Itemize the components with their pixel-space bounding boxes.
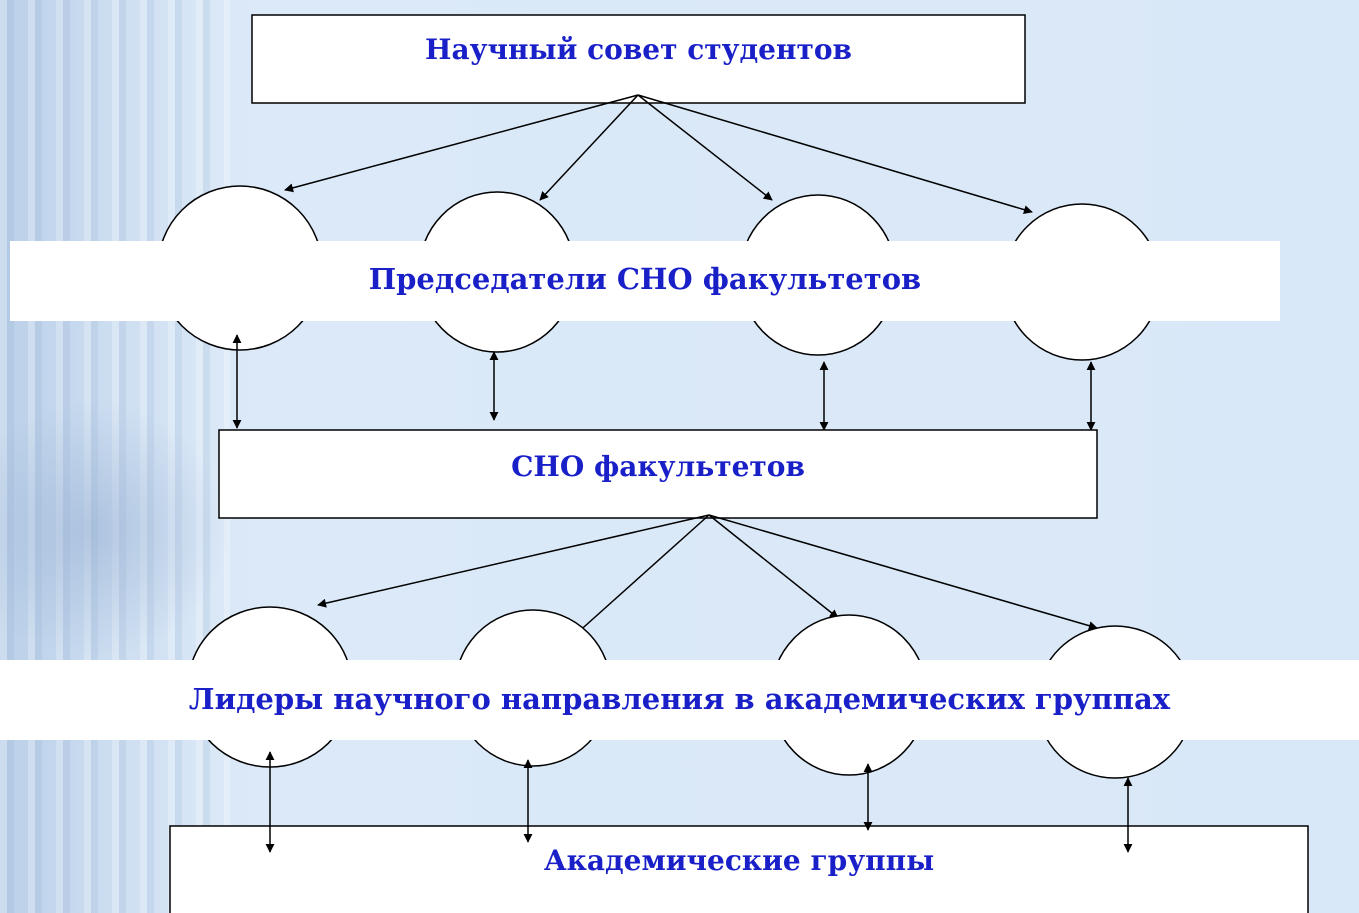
chairs-faculty-arrows	[232, 334, 1096, 431]
faculty-box-label: СНО факультетов	[511, 450, 805, 483]
leaders-groups-arrows	[265, 751, 1133, 853]
faculty-arrows	[317, 514, 1098, 636]
groups-box	[169, 825, 1309, 913]
top-box	[251, 14, 1026, 104]
arrow-faculty-4	[708, 514, 1098, 631]
groups-box-label: Академические группы	[543, 844, 935, 877]
arrow-faculty-3	[708, 514, 839, 619]
top-arrows	[284, 94, 1033, 215]
chairs-band	[10, 241, 1280, 321]
faculty-box	[218, 429, 1098, 519]
leaders-band	[0, 660, 1359, 740]
arrow-top-4	[637, 94, 1033, 215]
arrow-faculty-2	[574, 514, 710, 636]
arrow-top-3	[637, 94, 773, 201]
arrow-top-1	[284, 94, 639, 193]
arrow-top-2	[539, 94, 639, 201]
chairs-band-label: Председатели СНО факультетов	[368, 262, 922, 296]
background-capital-decoration	[0, 400, 230, 660]
leaders-band-label: Лидеры научного направления в академичес…	[188, 682, 1171, 716]
arrow-faculty-1	[317, 514, 710, 608]
top-box-label: Научный совет студентов	[425, 33, 852, 66]
